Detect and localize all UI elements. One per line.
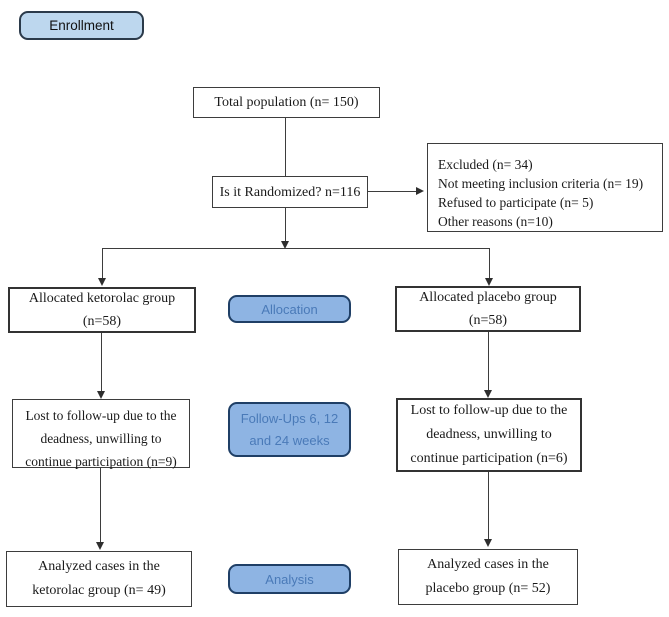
followup-badge-line-2: and 24 weeks <box>249 432 330 448</box>
lost-placebo-line-2: deadness, unwilling to <box>426 427 552 442</box>
arrowhead-excluded <box>416 187 424 195</box>
connector-randomized-down <box>285 208 286 242</box>
connector-lost-to-analyzed-placebo <box>488 472 489 539</box>
arrowhead-lost-placebo <box>484 390 492 398</box>
excluded-line-3: Refused to participate (n= 5) <box>438 195 594 210</box>
randomized-text: Is it Randomized? n=116 <box>219 184 361 200</box>
lost-ketorolac-line-3: continue participation (n=9) <box>25 454 177 469</box>
allocation-badge: Allocation <box>228 295 351 323</box>
connector-total-to-randomized <box>285 118 286 176</box>
connector-split-bar <box>102 248 490 249</box>
enrollment-badge-label: Enrollment <box>49 18 114 33</box>
arrowhead-allocated-placebo <box>485 278 493 286</box>
lost-ketorolac-box: Lost to follow-up due to the deadness, u… <box>12 399 190 469</box>
connector-ketorolac-to-lost <box>101 333 102 391</box>
lost-placebo-box: Lost to follow-up due to the deadness, u… <box>396 398 582 472</box>
connector-lost-to-analyzed-ketorolac <box>100 468 101 542</box>
analyzed-ketorolac-box: Analyzed cases in the ketorolac group (n… <box>6 551 192 607</box>
arrowhead-split-bar <box>281 241 289 249</box>
allocated-placebo-line-1: Allocated placebo group <box>419 290 557 305</box>
followup-badge: Follow-Ups 6, 12 and 24 weeks <box>228 402 351 457</box>
allocated-placebo-line-2: (n=58) <box>468 313 508 328</box>
total-population-text: Total population (n= 150) <box>214 95 359 110</box>
analyzed-placebo-line-2: placebo group (n= 52) <box>425 581 551 596</box>
analyzed-placebo-box: Analyzed cases in the placebo group (n= … <box>398 549 578 605</box>
allocated-placebo-box: Allocated placebo group (n=58) <box>395 286 581 332</box>
excluded-line-1: Excluded (n= 34) <box>438 157 533 172</box>
analysis-badge: Analysis <box>228 564 351 594</box>
arrowhead-lost-ketorolac <box>97 391 105 399</box>
analyzed-ketorolac-line-2: ketorolac group (n= 49) <box>32 583 166 598</box>
allocated-ketorolac-line-1: Allocated ketorolac group <box>28 291 176 306</box>
excluded-line-2: Not meeting inclusion criteria (n= 19) <box>438 176 644 191</box>
connector-randomized-to-excluded <box>368 191 416 192</box>
excluded-line-4: Other reasons (n=10) <box>438 214 553 229</box>
lost-placebo-line-3: continue participation (n=6) <box>410 451 568 466</box>
lost-ketorolac-line-1: Lost to follow-up due to the <box>25 408 177 423</box>
enrollment-badge: Enrollment <box>19 11 144 40</box>
allocated-ketorolac-box: Allocated ketorolac group (n=58) <box>8 287 196 333</box>
connector-placebo-to-lost <box>488 332 489 390</box>
randomized-box: Is it Randomized? n=116 <box>212 176 368 208</box>
followup-badge-line-1: Follow-Ups 6, 12 <box>240 410 339 426</box>
allocated-ketorolac-line-2: (n=58) <box>82 314 122 329</box>
arrowhead-allocated-ketorolac <box>98 278 106 286</box>
arrowhead-analyzed-placebo <box>484 539 492 547</box>
connector-split-to-ketorolac <box>102 248 103 278</box>
connector-split-to-placebo <box>489 248 490 278</box>
total-population-box: Total population (n= 150) <box>193 87 380 118</box>
analyzed-placebo-line-1: Analyzed cases in the <box>427 557 549 572</box>
allocation-badge-label: Allocation <box>261 301 318 317</box>
analysis-badge-label: Analysis <box>265 571 314 587</box>
lost-placebo-line-1: Lost to follow-up due to the <box>410 403 568 418</box>
excluded-box: Excluded (n= 34) Not meeting inclusion c… <box>427 143 663 232</box>
analyzed-ketorolac-line-1: Analyzed cases in the <box>38 559 160 574</box>
arrowhead-analyzed-ketorolac <box>96 542 104 550</box>
lost-ketorolac-line-2: deadness, unwilling to <box>40 431 162 446</box>
